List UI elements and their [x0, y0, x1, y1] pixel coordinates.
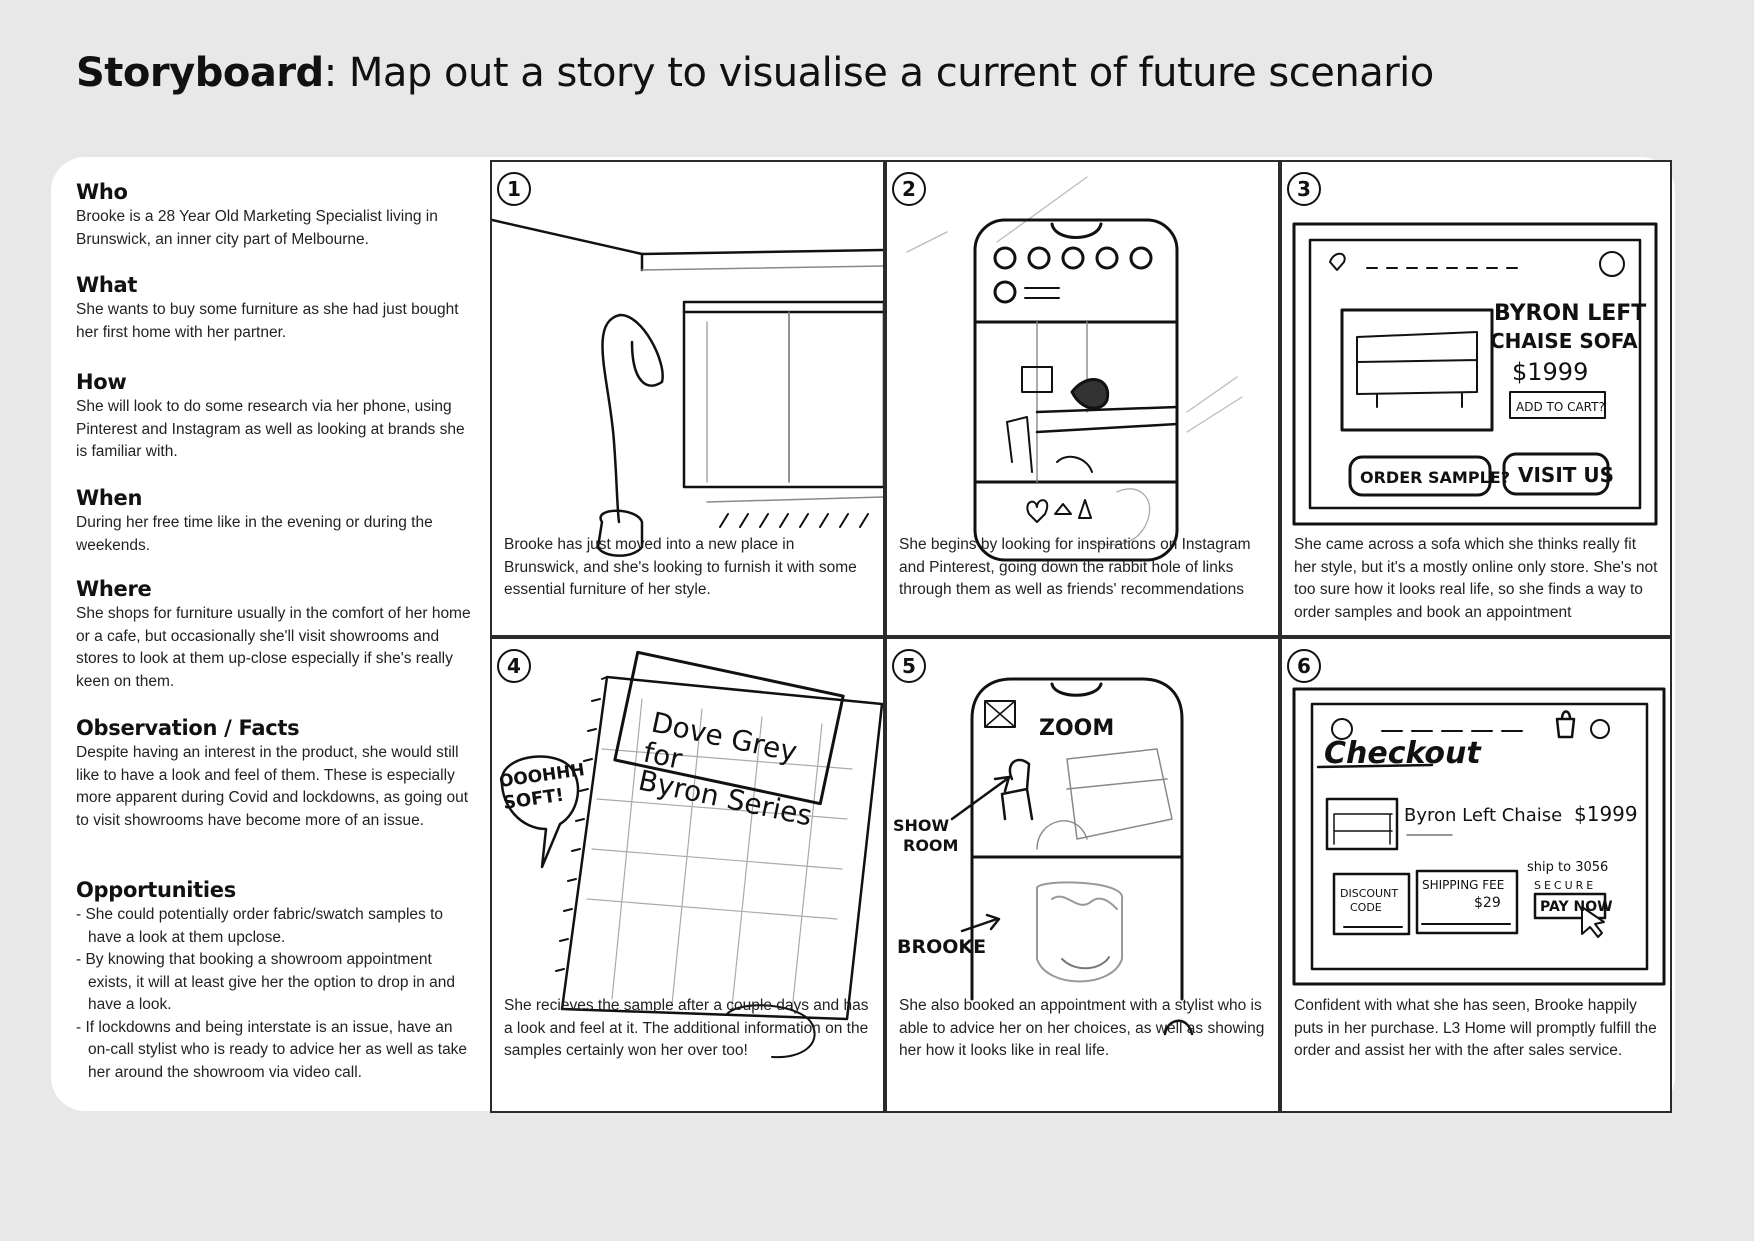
room-sketch — [492, 218, 883, 557]
who-heading: Who — [76, 180, 128, 204]
opportunity-item: - If lockdowns and being interstate is a… — [76, 1018, 468, 1081]
panel-caption: Confident with what she has seen, Brooke… — [1294, 997, 1657, 1059]
swatch-sketch: Dove Grey for Byron Series OOOHHH SOFT! — [498, 650, 883, 1059]
panel-6: Checkout Byron Left Chaise $1999 DISCOUN… — [1280, 637, 1672, 1113]
checkout-item-name: Byron Left Chaise — [1404, 805, 1562, 826]
who-section: Who Brooke is a 28 Year Old Marketing Sp… — [76, 180, 476, 251]
checkout-item-price: $1999 — [1574, 802, 1638, 826]
when-section: When During her free time like in the ev… — [76, 486, 476, 557]
title-rest: : Map out a story to visualise a current… — [323, 50, 1435, 96]
product-name-line2: CHAISE SOFA — [1490, 329, 1638, 353]
opportunity-item: - She could potentially order fabric/swa… — [76, 906, 444, 946]
title-bold: Storyboard — [76, 50, 324, 96]
what-heading: What — [76, 273, 138, 297]
checkout-heading: Checkout — [1324, 736, 1482, 771]
when-heading: When — [76, 486, 143, 510]
observation-text: Despite having an interest in the produc… — [76, 744, 469, 829]
how-section: How She will look to do some research vi… — [76, 370, 476, 464]
panel-caption: She begins by looking for inspirations o… — [899, 536, 1251, 598]
secure-label: SECURE — [1534, 879, 1596, 892]
where-text: She shops for furniture usually in the c… — [76, 605, 471, 690]
zoom-label: ZOOM — [1039, 716, 1114, 741]
where-heading: Where — [76, 577, 152, 601]
panel-2: 2 She begins by looking for inspirations… — [885, 160, 1280, 637]
opportunities-list: - She could potentially order fabric/swa… — [76, 904, 476, 1084]
how-text: She will look to do some research via he… — [76, 398, 465, 460]
discount-label-line1: DISCOUNT — [1340, 887, 1398, 900]
panel-number: 1 — [497, 172, 531, 206]
panel-number: 6 — [1287, 649, 1321, 683]
what-section: What She wants to buy some furniture as … — [76, 273, 476, 344]
storyboard-grid: 1 Brooke has just moved into a new place… — [490, 160, 1672, 1113]
brooke-label: BROOKE — [897, 936, 986, 958]
panel-3: BYRON LEFT CHAISE SOFA $1999 ADD TO CART… — [1280, 160, 1672, 637]
swatch-label-line2: for — [641, 736, 686, 776]
panel-1: 1 Brooke has just moved into a new place… — [490, 160, 885, 637]
when-text: During her free time like in the evening… — [76, 514, 433, 554]
shipping-label: SHIPPING FEE — [1422, 878, 1504, 892]
panel-number: 2 — [892, 172, 926, 206]
visit-us-label: VISIT US — [1518, 463, 1614, 487]
product-page-sketch: BYRON LEFT CHAISE SOFA $1999 ADD TO CART… — [1292, 222, 1658, 526]
phone-feed-sketch — [906, 176, 1243, 562]
panel-caption: She recieves the sample after a couple d… — [504, 997, 869, 1059]
swatch-label-line3: Byron Series — [636, 764, 816, 833]
page-title: Storyboard: Map out a story to visualise… — [76, 50, 1434, 96]
opportunities-section: Opportunities - She could potentially or… — [76, 878, 476, 1084]
video-call-sketch: ZOOM SHOW ROOM BROOKE — [893, 677, 1194, 1036]
show-label: SHOW — [893, 816, 950, 835]
product-name-line1: BYRON LEFT — [1494, 301, 1646, 326]
checkout-sketch: Checkout Byron Left Chaise $1999 DISCOUN… — [1292, 687, 1666, 986]
shipping-fee: $29 — [1474, 895, 1501, 911]
order-sample-label: ORDER SAMPLE? — [1360, 468, 1510, 487]
panel-number: 5 — [892, 649, 926, 683]
who-text: Brooke is a 28 Year Old Marketing Specia… — [76, 208, 438, 248]
panel-caption: She came across a sofa which she thinks … — [1294, 536, 1658, 621]
opportunity-item: - By knowing that booking a showroom app… — [76, 951, 456, 1013]
observation-section: Observation / Facts Despite having an in… — [76, 716, 476, 832]
panel-caption: She also booked an appointment with a st… — [899, 997, 1265, 1059]
what-text: She wants to buy some furniture as she h… — [76, 301, 459, 341]
panel-5: ZOOM SHOW ROOM BROOKE 5 She also booked … — [885, 637, 1280, 1113]
where-section: Where She shops for furniture usually in… — [76, 577, 476, 693]
discount-label-line2: CODE — [1350, 901, 1382, 914]
add-to-cart-label: ADD TO CART? — [1516, 400, 1605, 414]
panel-number: 3 — [1287, 172, 1321, 206]
product-price: $1999 — [1512, 358, 1588, 386]
ship-to-label: ship to 3056 — [1527, 860, 1608, 875]
panel-number: 4 — [497, 649, 531, 683]
pay-now-label: PAY NOW — [1540, 899, 1613, 915]
panel-4: Dove Grey for Byron Series OOOHHH SOFT! … — [490, 637, 885, 1113]
how-heading: How — [76, 370, 127, 394]
room-label: ROOM — [903, 836, 958, 855]
observation-heading: Observation / Facts — [76, 716, 300, 740]
opportunities-heading: Opportunities — [76, 878, 236, 902]
panel-caption: Brooke has just moved into a new place i… — [504, 536, 857, 598]
